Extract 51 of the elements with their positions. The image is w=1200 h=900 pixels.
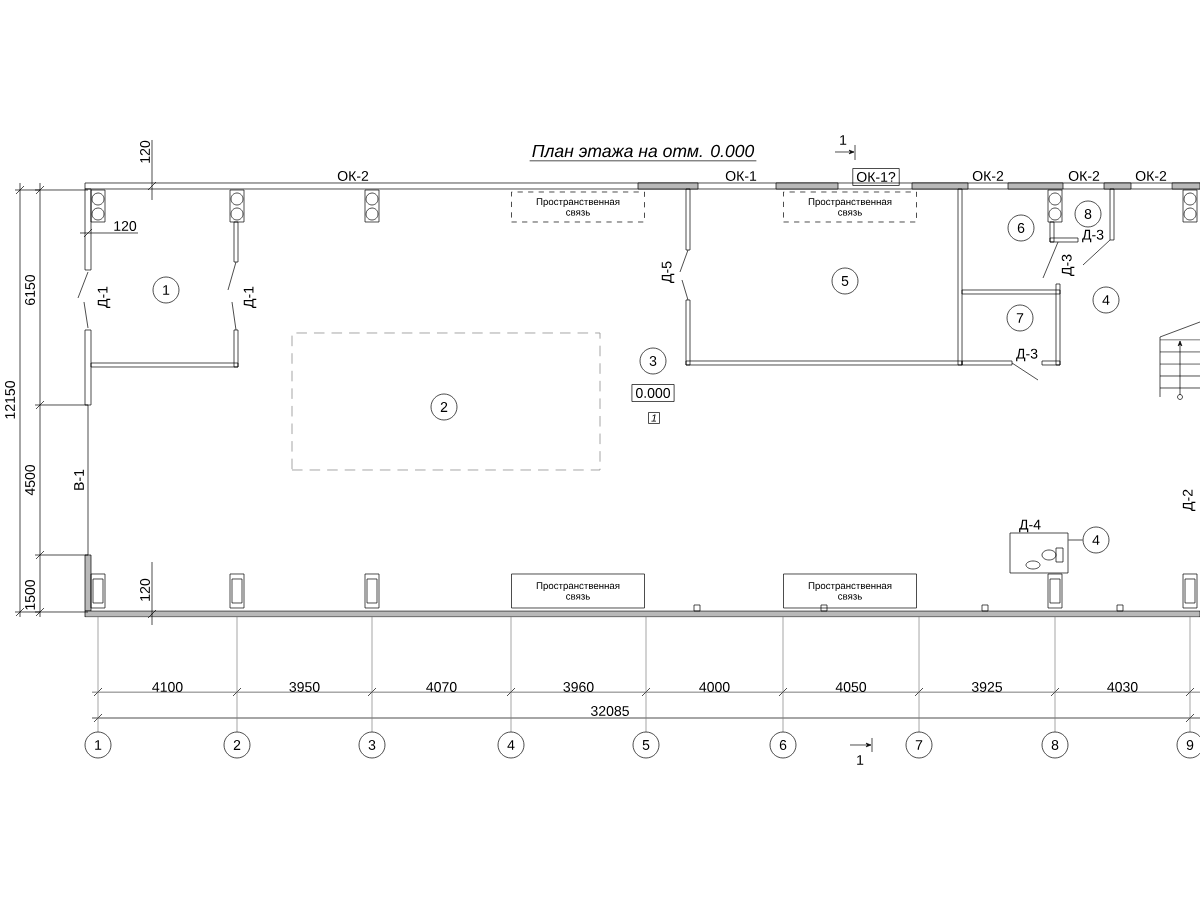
window-tag-box: ОК-1? <box>852 168 900 186</box>
axis-bubble: 7 <box>905 731 933 759</box>
plan-title: План этажа на отм. 0.000 <box>529 144 757 162</box>
dimension-text: 120 <box>140 578 150 601</box>
door-mark: Д-4 <box>1019 519 1041 533</box>
window-mark: ОК-2 <box>1135 171 1167 181</box>
axis-bubble: 6 <box>769 731 797 759</box>
dimension-text: 120 <box>140 140 150 163</box>
dimension-text: 4070 <box>426 682 457 692</box>
dimension-text: 4000 <box>699 682 730 692</box>
bracing-box: Пространственная связь <box>783 573 917 609</box>
axis-bubble: 3 <box>358 731 386 759</box>
gate-mark: В-1 <box>74 469 84 490</box>
bracing-box: Пространственная связь <box>511 191 645 223</box>
dimension-text: 4500 <box>25 464 35 496</box>
axis-bubble: 1 <box>84 731 112 759</box>
bracing-box: Пространственная связь <box>511 573 645 609</box>
door-mark: Д-3 <box>1016 348 1038 362</box>
door-mark: Д-1 <box>97 286 111 308</box>
toilet-room-box <box>1009 532 1069 574</box>
axis-bubble: 9 <box>1176 731 1200 759</box>
bracing-box: Пространственная связь <box>783 191 917 223</box>
section-number: 1 <box>840 135 847 145</box>
axis-bubble: 4 <box>497 731 525 759</box>
dimension-text: 120 <box>114 221 137 231</box>
window-mark: ОК-2 <box>337 171 369 181</box>
dimension-text: 3960 <box>563 682 594 692</box>
door-mark: Д-5 <box>661 261 675 283</box>
dimension-text: 12150 <box>5 381 15 419</box>
window-mark: ОК-2 <box>972 171 1004 181</box>
axis-bubble: 5 <box>632 731 660 759</box>
axis-bubble: 2 <box>223 731 251 759</box>
section-number: 1 <box>857 755 864 765</box>
dimension-text: 1500 <box>25 579 35 610</box>
dimension-text: 4050 <box>835 682 867 692</box>
dimension-text: 3950 <box>289 682 320 692</box>
note-number-box: 1 <box>648 412 660 424</box>
door-mark: Д-3 <box>1061 254 1075 276</box>
dimension-text: 4100 <box>152 682 183 692</box>
dimension-text: 32085 <box>591 706 629 716</box>
window-mark: ОК-1 <box>725 171 757 181</box>
dimension-text: 6150 <box>25 274 35 305</box>
dimension-text: 4030 <box>1107 682 1138 692</box>
level-mark-box: 0.000 <box>631 384 675 402</box>
dimension-text: 3925 <box>971 682 1003 692</box>
window-mark: ОК-2 <box>1068 171 1100 181</box>
leader-line <box>1068 539 1083 541</box>
door-mark: Д-2 <box>1182 489 1196 511</box>
dashed-area-outline <box>291 332 601 471</box>
door-mark: Д-1 <box>243 286 257 308</box>
axis-bubble: 8 <box>1041 731 1069 759</box>
